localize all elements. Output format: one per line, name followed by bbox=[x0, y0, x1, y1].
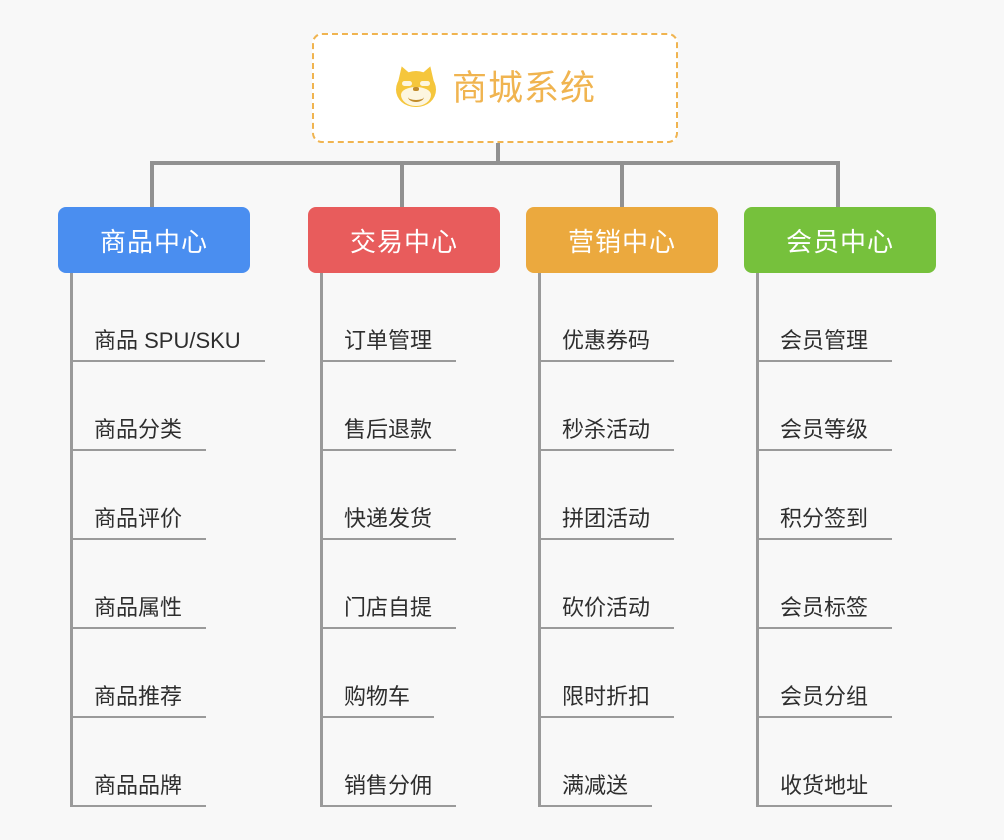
list-item[interactable]: 优惠券码 bbox=[538, 273, 718, 362]
list-item[interactable]: 订单管理 bbox=[320, 273, 500, 362]
category-header-product[interactable]: 商品中心 bbox=[58, 207, 250, 273]
connector-drop-3 bbox=[620, 161, 624, 207]
list-item[interactable]: 秒杀活动 bbox=[538, 362, 718, 451]
category-column-trade: 交易中心 订单管理 售后退款 快递发货 门店自提 购物车 销售分佣 bbox=[308, 207, 500, 807]
list-item-label: 限时折扣 bbox=[538, 684, 675, 718]
item-list-trade: 订单管理 售后退款 快递发货 门店自提 购物车 销售分佣 bbox=[320, 273, 500, 807]
list-item-label: 门店自提 bbox=[320, 595, 457, 629]
connector-root-stem bbox=[496, 143, 500, 163]
connector-horizontal-bus bbox=[150, 161, 840, 165]
list-item[interactable]: 商品评价 bbox=[70, 451, 250, 540]
list-item[interactable]: 门店自提 bbox=[320, 540, 500, 629]
list-item[interactable]: 售后退款 bbox=[320, 362, 500, 451]
list-item-label: 商品评价 bbox=[70, 506, 207, 540]
list-item-label: 会员等级 bbox=[756, 417, 893, 451]
list-item-label: 会员标签 bbox=[756, 595, 893, 629]
list-item-label: 商品品牌 bbox=[70, 773, 207, 807]
list-item[interactable]: 销售分佣 bbox=[320, 718, 500, 807]
list-item[interactable]: 商品属性 bbox=[70, 540, 250, 629]
item-list-product: 商品 SPU/SKU 商品分类 商品评价 商品属性 商品推荐 商品品牌 bbox=[70, 273, 265, 807]
list-item-label: 购物车 bbox=[320, 684, 435, 718]
shiba-dog-face-icon bbox=[393, 63, 439, 110]
list-item[interactable]: 会员标签 bbox=[756, 540, 936, 629]
list-item[interactable]: 商品分类 bbox=[70, 362, 250, 451]
list-item[interactable]: 商品 SPU/SKU bbox=[70, 273, 265, 362]
connector-drop-2 bbox=[400, 161, 404, 207]
category-column-marketing: 营销中心 优惠券码 秒杀活动 拼团活动 砍价活动 限时折扣 满减送 bbox=[526, 207, 718, 807]
list-item[interactable]: 商品推荐 bbox=[70, 629, 250, 718]
list-item-label: 销售分佣 bbox=[320, 773, 457, 807]
list-item-label: 订单管理 bbox=[320, 328, 457, 362]
list-item-label: 商品 SPU/SKU bbox=[70, 328, 265, 362]
list-item[interactable]: 会员等级 bbox=[756, 362, 936, 451]
list-item-label: 秒杀活动 bbox=[538, 417, 675, 451]
list-item-label: 商品分类 bbox=[70, 417, 207, 451]
list-item-label: 快递发货 bbox=[320, 506, 457, 540]
list-item-label: 满减送 bbox=[538, 773, 653, 807]
item-list-member: 会员管理 会员等级 积分签到 会员标签 会员分组 收货地址 bbox=[756, 273, 936, 807]
item-list-spine bbox=[756, 273, 759, 807]
list-item-label: 拼团活动 bbox=[538, 506, 675, 540]
item-list-spine bbox=[70, 273, 73, 807]
list-item[interactable]: 快递发货 bbox=[320, 451, 500, 540]
list-item[interactable]: 限时折扣 bbox=[538, 629, 718, 718]
list-item-label: 收货地址 bbox=[756, 773, 893, 807]
list-item[interactable]: 商品品牌 bbox=[70, 718, 250, 807]
list-item[interactable]: 会员管理 bbox=[756, 273, 936, 362]
list-item[interactable]: 拼团活动 bbox=[538, 451, 718, 540]
item-list-spine bbox=[538, 273, 541, 807]
list-item-label: 积分签到 bbox=[756, 506, 893, 540]
list-item[interactable]: 会员分组 bbox=[756, 629, 936, 718]
list-item[interactable]: 收货地址 bbox=[756, 718, 936, 807]
list-item-label: 砍价活动 bbox=[538, 595, 675, 629]
category-column-product: 商品中心 商品 SPU/SKU 商品分类 商品评价 商品属性 商品推荐 商品品牌 bbox=[58, 207, 265, 807]
item-list-marketing: 优惠券码 秒杀活动 拼团活动 砍价活动 限时折扣 满减送 bbox=[538, 273, 718, 807]
list-item-label: 商品属性 bbox=[70, 595, 207, 629]
item-list-spine bbox=[320, 273, 323, 807]
list-item-label: 会员分组 bbox=[756, 684, 893, 718]
connector-drop-1 bbox=[150, 161, 154, 207]
list-item-label: 商品推荐 bbox=[70, 684, 207, 718]
list-item-label: 会员管理 bbox=[756, 328, 893, 362]
category-header-member[interactable]: 会员中心 bbox=[744, 207, 936, 273]
category-header-trade[interactable]: 交易中心 bbox=[308, 207, 500, 273]
root-node-shop-system[interactable]: 商城系统 bbox=[312, 33, 678, 143]
list-item-label: 优惠券码 bbox=[538, 328, 675, 362]
list-item[interactable]: 购物车 bbox=[320, 629, 500, 718]
connector-drop-4 bbox=[836, 161, 840, 207]
category-header-marketing[interactable]: 营销中心 bbox=[526, 207, 718, 273]
list-item[interactable]: 积分签到 bbox=[756, 451, 936, 540]
list-item[interactable]: 满减送 bbox=[538, 718, 718, 807]
list-item[interactable]: 砍价活动 bbox=[538, 540, 718, 629]
root-node-title: 商城系统 bbox=[451, 68, 596, 108]
category-column-member: 会员中心 会员管理 会员等级 积分签到 会员标签 会员分组 收货地址 bbox=[744, 207, 936, 807]
list-item-label: 售后退款 bbox=[320, 417, 457, 451]
